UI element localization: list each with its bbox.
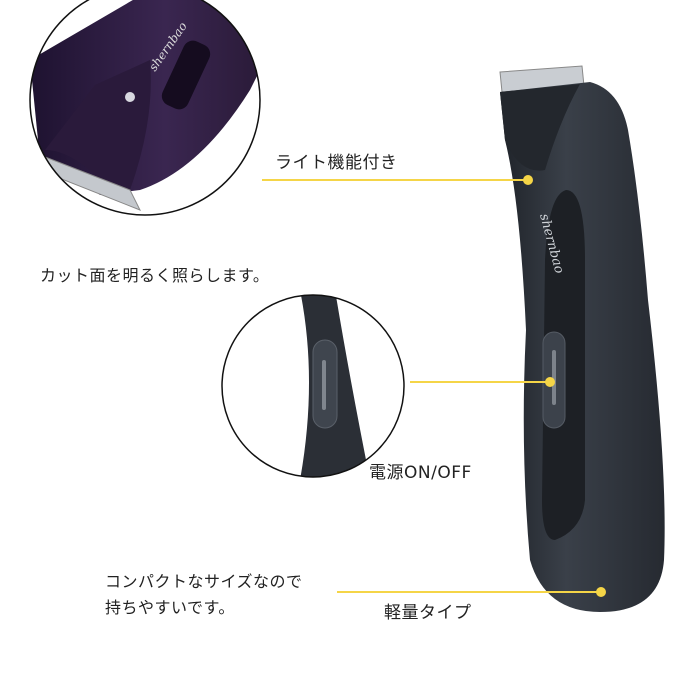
weight-feature-title: 軽量タイプ bbox=[384, 603, 472, 623]
trimmer-product: shernbao bbox=[499, 65, 665, 612]
power-feature-title: 電源ON/OFF bbox=[369, 463, 472, 483]
light-feature-title: ライト機能付き bbox=[275, 153, 398, 173]
closeup-power-button bbox=[221, 294, 405, 478]
light-feature-desc: カット面を明るく照らします。 bbox=[40, 266, 270, 285]
callout-lines bbox=[262, 175, 606, 597]
weight-feature-desc-line2: 持ちやすいです。 bbox=[105, 598, 235, 617]
trimmer-head-shade bbox=[500, 84, 580, 171]
weight-feature-desc-line1: コンパクトなサイズなので bbox=[105, 572, 303, 591]
closeup-head-light: shernbao bbox=[29, 0, 261, 216]
